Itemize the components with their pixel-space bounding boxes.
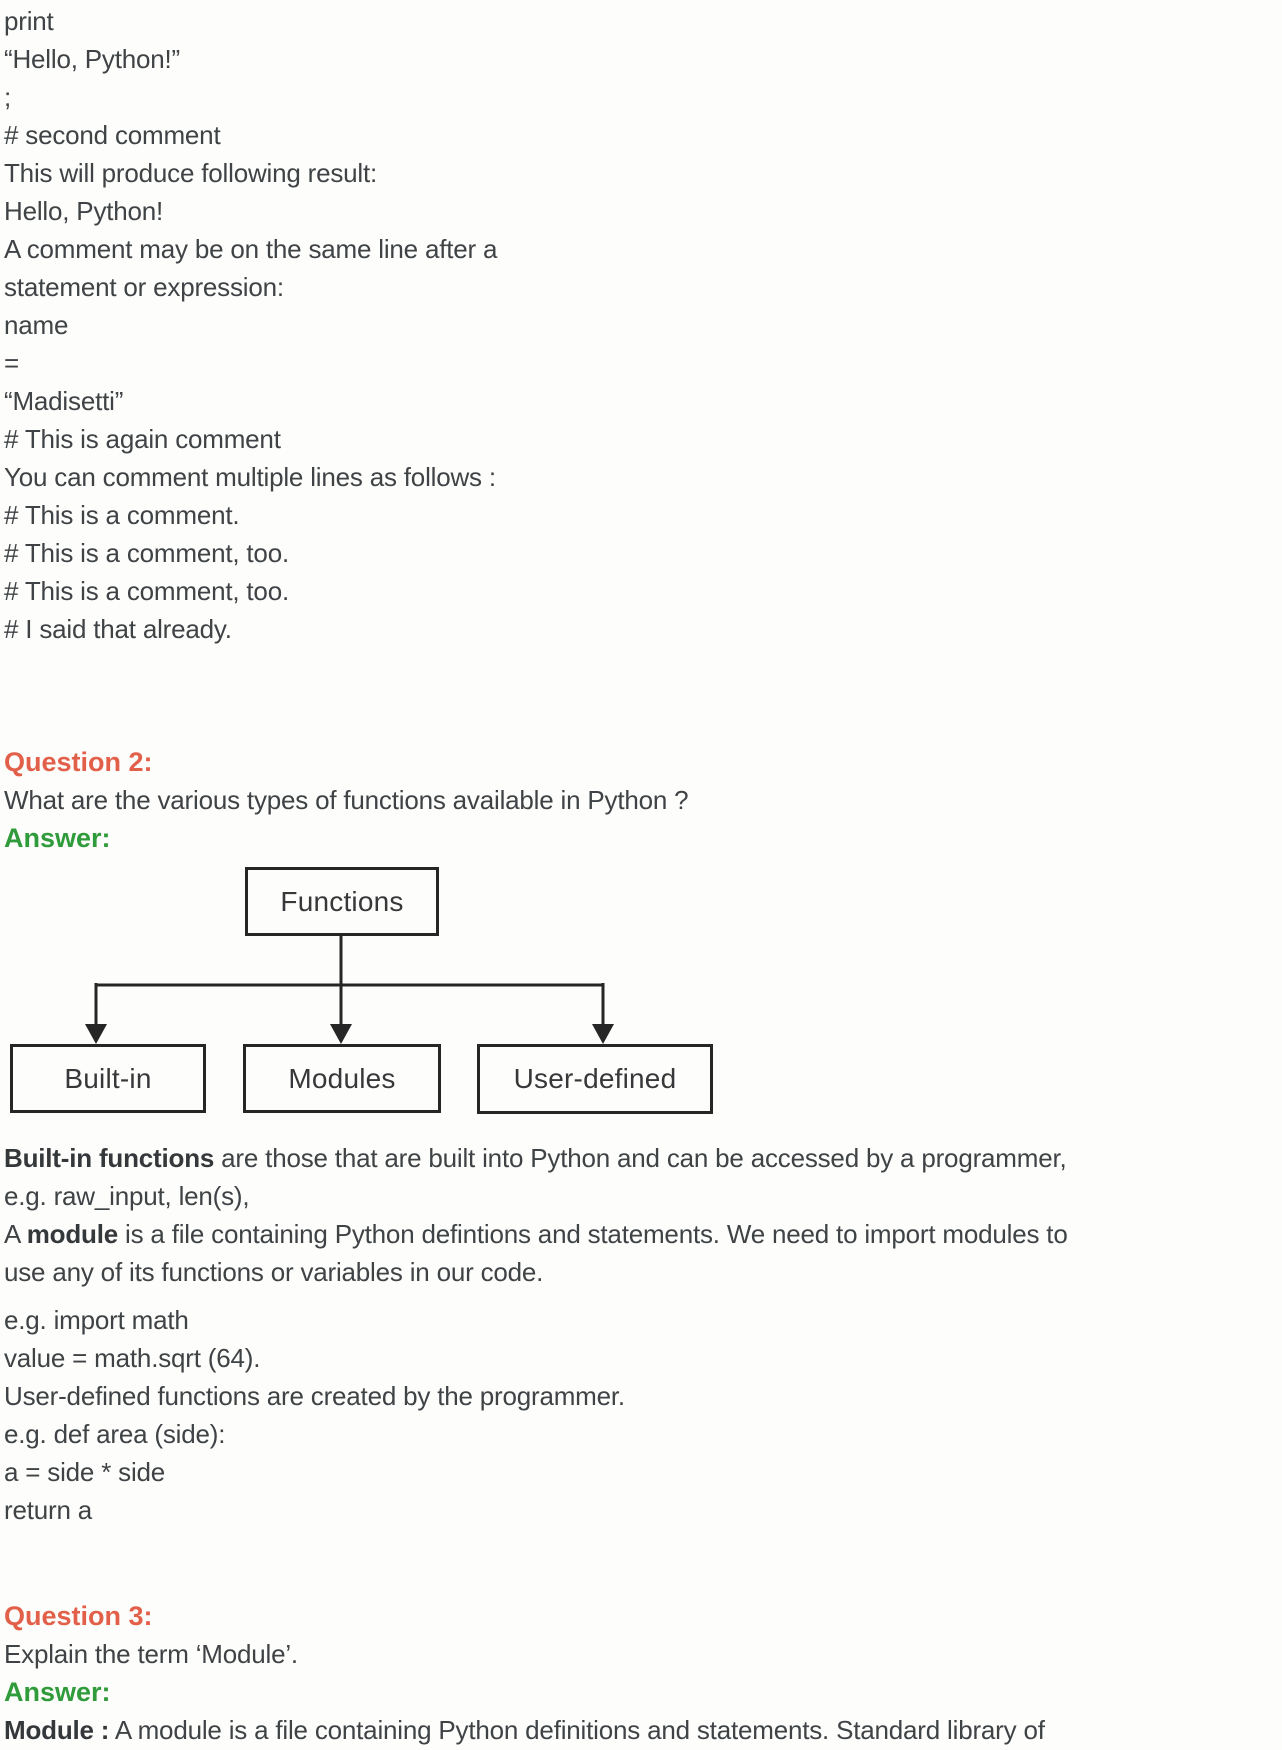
tree-connector-lines xyxy=(85,936,614,1044)
text-line: “Madisetti” xyxy=(4,386,124,416)
text-line: Module : A module is a file containing P… xyxy=(4,1711,1282,1749)
text-line: “Hello, Python!” xyxy=(4,44,180,74)
text-line: # This is a comment. xyxy=(4,500,240,530)
question3-text: Explain the term ‘Module’. xyxy=(4,1639,298,1669)
text-span: A module is a file containing Python def… xyxy=(109,1715,1045,1745)
text-line: ; xyxy=(4,82,12,112)
text-line: # This is a comment, too. xyxy=(4,538,289,568)
answer2-block: Built-in functions are those that are bu… xyxy=(4,1139,1282,1529)
text-line: User-defined functions are created by th… xyxy=(4,1381,625,1411)
question2-text: What are the various types of functions … xyxy=(4,785,689,815)
text-line: A comment may be on the same line after … xyxy=(4,234,498,264)
diagram-box-functions: Functions xyxy=(245,867,439,936)
text-line: return a xyxy=(4,1495,93,1525)
text-span: are those that are built into Python and… xyxy=(214,1143,1067,1173)
section-gap xyxy=(4,1529,1282,1597)
text-line: e.g. def area (side): xyxy=(4,1419,226,1449)
text-line: name xyxy=(4,310,69,340)
text-line: a = side * side xyxy=(4,1457,166,1487)
functions-tree-diagram: Functions Built-in Modules User-defined xyxy=(4,867,734,1117)
text-line: = xyxy=(4,348,19,378)
question2-heading: Question 2: xyxy=(4,747,153,777)
text-span: is a file containing Python defintions a… xyxy=(117,1219,1068,1249)
text-line: use any of its functions or variables in… xyxy=(4,1257,544,1287)
text-line: # second comment xyxy=(4,120,221,150)
bold-term: Module : xyxy=(4,1715,110,1745)
text-span: A xyxy=(4,1219,27,1249)
bold-term: module xyxy=(26,1219,118,1249)
text-line: e.g. raw_input, len(s), xyxy=(4,1181,250,1211)
question2-answer-label: Answer: xyxy=(4,823,111,853)
text-line: A module is a file containing Python def… xyxy=(4,1215,1282,1253)
text-line: statement or expression: xyxy=(4,272,284,302)
arrow-down-icon xyxy=(330,1024,352,1044)
question3-heading: Question 3: xyxy=(4,1601,153,1631)
text-line: # This is a comment, too. xyxy=(4,576,289,606)
text-line: You can comment multiple lines as follow… xyxy=(4,462,496,492)
text-line: print xyxy=(4,6,54,36)
diagram-box-modules: Modules xyxy=(243,1044,441,1113)
text-line: # This is again comment xyxy=(4,424,281,454)
bold-term: Built-in functions xyxy=(4,1143,215,1173)
diagram-box-user-defined: User-defined xyxy=(477,1044,713,1114)
code-text-block: print “Hello, Python!” ; # second commen… xyxy=(4,2,1282,648)
text-line: e.g. import math xyxy=(4,1305,189,1335)
text-line: This will produce following result: xyxy=(4,158,378,188)
question3-answer-label: Answer: xyxy=(4,1677,111,1707)
arrow-down-icon xyxy=(592,1024,614,1044)
arrow-down-icon xyxy=(85,1024,107,1044)
text-line: value = math.sqrt (64). xyxy=(4,1343,261,1373)
section-gap xyxy=(4,648,1282,743)
diagram-box-built-in: Built-in xyxy=(10,1044,206,1113)
text-line: # I said that already. xyxy=(4,614,232,644)
text-line: Hello, Python! xyxy=(4,196,164,226)
text-line: Built-in functions are those that are bu… xyxy=(4,1139,1282,1177)
paragraph-gap xyxy=(4,1291,1282,1301)
